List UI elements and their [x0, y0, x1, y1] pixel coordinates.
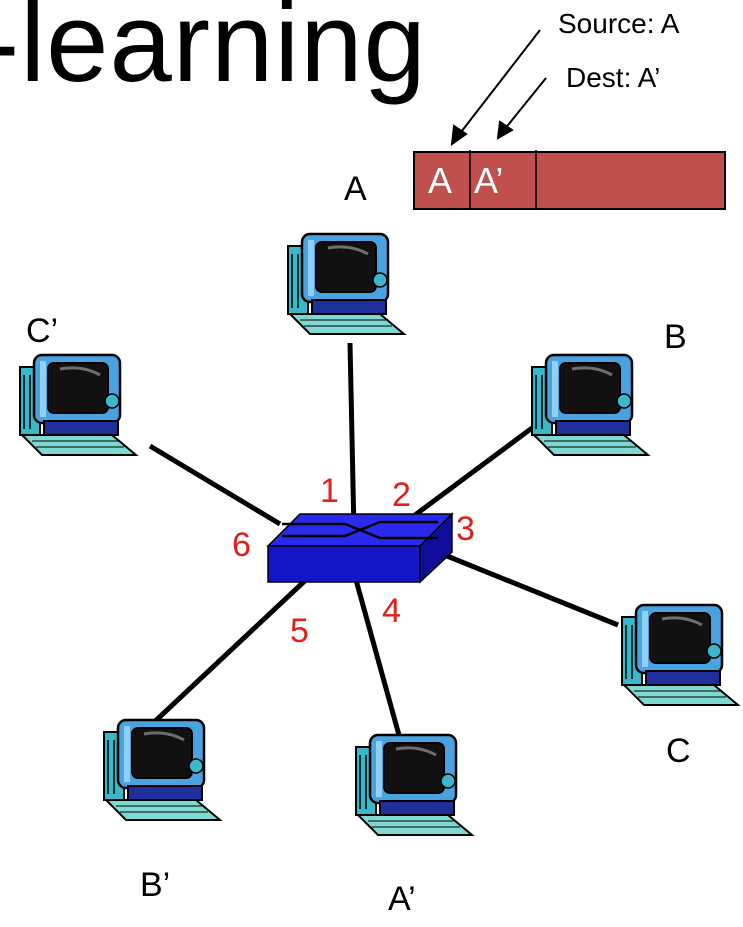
host-a-icon — [286, 232, 406, 336]
host-b-prime-label: B’ — [140, 866, 171, 904]
port-3-label: 3 — [456, 510, 475, 548]
host-b-icon — [530, 353, 650, 457]
port-6-label: 6 — [232, 526, 251, 564]
host-c-prime-label: C’ — [26, 312, 59, 350]
host-c-prime-icon — [18, 353, 138, 457]
switch-icon — [266, 512, 454, 584]
cable-port-6-c-prime — [148, 443, 282, 527]
host-b-label: B — [664, 318, 687, 356]
dest-arrow — [503, 77, 547, 131]
dest-label: Dest: A’ — [566, 62, 661, 93]
host-c-icon — [620, 603, 740, 707]
port-4-label: 4 — [382, 592, 401, 630]
host-c-label: C — [666, 732, 691, 770]
page-title: -learning — [0, 0, 427, 105]
port-5-label: 5 — [290, 612, 309, 650]
port-1-label: 1 — [320, 472, 339, 510]
cable-port-2-b — [413, 425, 534, 518]
source-label: Source: A — [558, 8, 680, 39]
cable-port-4-a-prime — [353, 579, 405, 747]
frame-dest-field: A’ — [474, 160, 504, 201]
port-2-label: 2 — [392, 476, 411, 514]
host-a-label: A — [344, 170, 367, 208]
cables — [148, 342, 619, 747]
host-a-prime-icon — [354, 733, 474, 837]
frame-source-field: A — [428, 160, 453, 201]
host-b-prime-icon — [102, 718, 222, 822]
frame-packet — [413, 150, 726, 210]
cable-port-3-c — [446, 553, 619, 628]
cable-port-5-b-prime — [148, 574, 312, 728]
annotation-arrows — [450, 29, 547, 147]
host-a-prime-label: A’ — [388, 880, 416, 918]
cable-port-1-a — [347, 342, 357, 533]
source-arrow — [457, 29, 541, 137]
frame-body — [413, 151, 726, 210]
